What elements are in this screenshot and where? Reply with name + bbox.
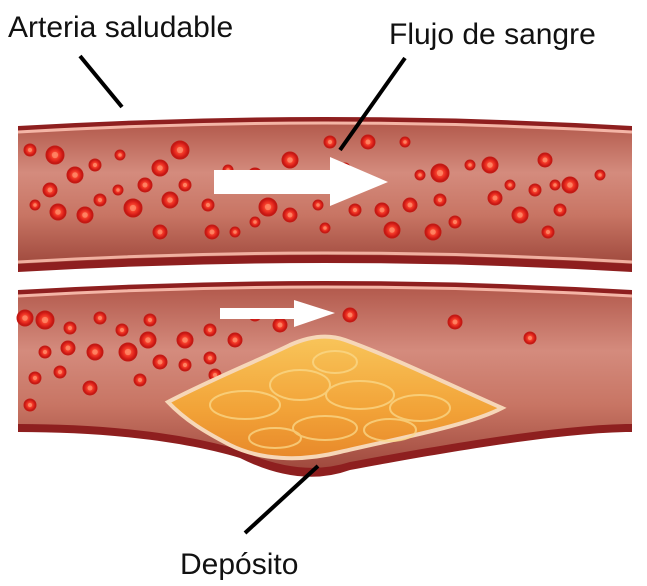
healthy-artery-label: Arteria saludable <box>8 13 233 43</box>
red-blood-cell-center <box>210 230 215 235</box>
red-blood-cell-center <box>528 336 532 340</box>
red-blood-cell-center <box>98 316 102 320</box>
healthy-artery-leader-line <box>80 56 122 107</box>
red-blood-cell-center <box>403 140 407 144</box>
red-blood-cell-center <box>58 370 62 374</box>
red-blood-cell-center <box>68 326 72 330</box>
red-blood-cell-center <box>52 152 58 158</box>
blood-flow-label: Flujo de sangre <box>389 20 596 50</box>
red-blood-cell-center <box>92 349 98 355</box>
red-blood-cell-center <box>28 403 32 407</box>
red-blood-cell-center <box>82 212 88 218</box>
red-blood-cell-center <box>118 153 122 157</box>
red-blood-cell-center <box>430 229 436 235</box>
red-blood-cell-center <box>66 346 71 351</box>
red-blood-cell-center <box>206 203 210 207</box>
red-blood-cell-center <box>418 173 422 177</box>
red-blood-cell-center <box>120 328 124 332</box>
red-blood-cell-center <box>517 212 523 218</box>
red-blood-cell-center <box>389 227 395 233</box>
red-blood-cell-center <box>116 188 120 192</box>
red-blood-cell-center <box>468 163 472 167</box>
deposit-leader-line <box>245 466 318 533</box>
red-blood-cell-center <box>453 220 457 224</box>
red-blood-cell-center <box>598 173 602 177</box>
red-blood-cell-center <box>28 148 32 152</box>
red-blood-cell-center <box>487 162 493 168</box>
red-blood-cell-center <box>125 349 131 355</box>
red-blood-cell-center <box>98 198 102 202</box>
red-blood-cell-center <box>353 208 357 212</box>
red-blood-cell-center <box>145 337 151 343</box>
red-blood-cell-center <box>182 337 188 343</box>
red-blood-cell-center <box>138 378 142 382</box>
red-blood-cell-center <box>558 208 562 212</box>
red-blood-cell-center <box>130 205 136 211</box>
red-blood-cell-center <box>508 183 512 187</box>
red-blood-cell-center <box>438 198 442 202</box>
red-blood-cell-center <box>88 386 93 391</box>
red-blood-cell-center <box>437 170 443 176</box>
red-blood-cell-center <box>43 350 47 354</box>
blocked-artery <box>17 281 632 477</box>
red-blood-cell-center <box>143 183 148 188</box>
red-blood-cell-center <box>287 157 293 163</box>
healthy-artery <box>18 117 632 272</box>
red-blood-cell-center <box>157 165 163 171</box>
red-blood-cell-center <box>33 203 37 207</box>
red-blood-cell-center <box>328 140 332 144</box>
red-blood-cell-center <box>48 188 53 193</box>
red-blood-cell-center <box>453 320 458 325</box>
red-blood-cell-center <box>72 172 78 178</box>
red-blood-cell-center <box>158 360 163 365</box>
red-blood-cell-center <box>543 158 548 163</box>
red-blood-cell-center <box>177 147 183 153</box>
red-blood-cell-center <box>208 328 212 332</box>
red-blood-cell-center <box>233 338 238 343</box>
red-blood-cell-center <box>208 356 212 360</box>
red-blood-cell-center <box>366 140 371 145</box>
red-blood-cell-center <box>253 220 257 224</box>
red-blood-cell-center <box>265 204 271 210</box>
red-blood-cell-center <box>408 203 413 208</box>
deposit-label: Depósito <box>180 550 298 580</box>
red-blood-cell-center <box>567 182 573 188</box>
red-blood-cell-center <box>348 313 353 318</box>
red-blood-cell-center <box>288 213 293 218</box>
red-blood-cell-center <box>22 315 28 321</box>
red-blood-cell-center <box>167 197 173 203</box>
red-blood-cell-center <box>93 163 97 167</box>
red-blood-cell-center <box>546 230 550 234</box>
red-blood-cell-center <box>183 183 187 187</box>
red-blood-cell-center <box>233 230 237 234</box>
red-blood-cell-center <box>42 317 48 323</box>
red-blood-cell-center <box>493 196 498 201</box>
red-blood-cell-center <box>323 226 327 230</box>
red-blood-cell-center <box>148 318 152 322</box>
red-blood-cell-center <box>33 376 37 380</box>
red-blood-cell-center <box>380 208 385 213</box>
red-blood-cell-center <box>278 323 283 328</box>
red-blood-cell-center <box>55 209 61 215</box>
red-blood-cell-center <box>158 230 163 235</box>
red-blood-cell-center <box>553 183 557 187</box>
red-blood-cell-center <box>533 188 537 192</box>
red-blood-cell-center <box>183 363 187 367</box>
red-blood-cell-center <box>316 203 320 207</box>
